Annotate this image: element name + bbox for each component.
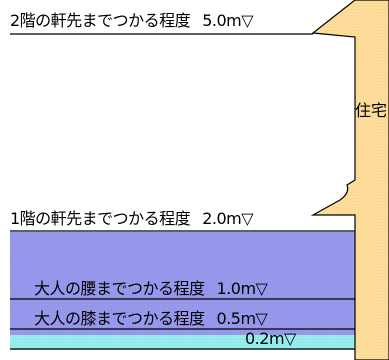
level-label-02m: 0.2m▽ — [245, 330, 296, 348]
level-label-05m: 大人の膝までつかる程度 0.5m▽ — [34, 309, 268, 328]
level-label-2m: 1階の軒先までつかる程度 2.0m▽ — [10, 209, 254, 228]
level-text: 2階の軒先までつかる程度 — [10, 11, 191, 30]
house-label: 住宅 — [355, 101, 388, 120]
level-value: 1.0m▽ — [216, 279, 268, 298]
level-value: 0.2m▽ — [245, 329, 296, 348]
level-text: 大人の膝までつかる程度 — [34, 309, 205, 328]
level-value: 0.5m▽ — [216, 309, 268, 328]
flood-band-shallow — [10, 335, 355, 350]
house-shape — [310, 0, 389, 360]
level-value: 5.0m▽ — [202, 11, 254, 30]
level-label-5m: 2階の軒先までつかる程度 5.0m▽ — [10, 11, 254, 30]
level-text: 大人の腰までつかる程度 — [34, 279, 205, 298]
level-text: 1階の軒先までつかる程度 — [10, 209, 191, 228]
level-label-1m: 大人の腰までつかる程度 1.0m▽ — [34, 279, 268, 298]
level-value: 2.0m▽ — [202, 209, 254, 228]
flood-band-deep — [10, 232, 355, 335]
